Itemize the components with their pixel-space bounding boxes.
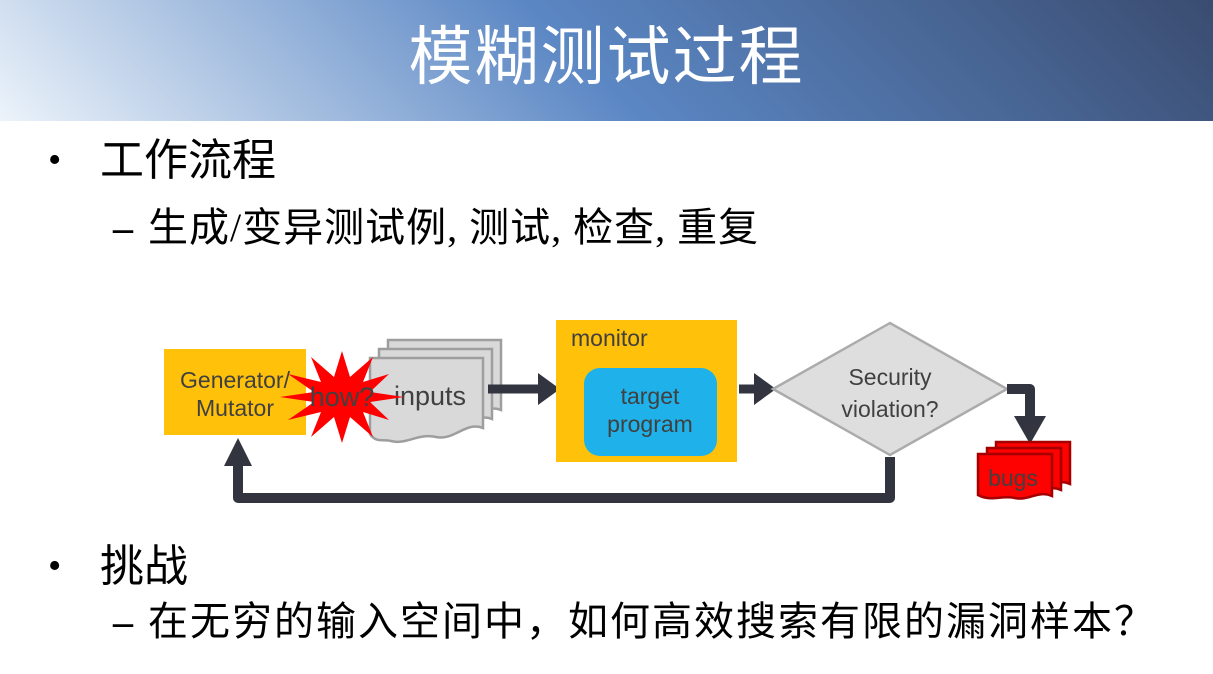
bullet-dot-icon: • (48, 139, 62, 181)
dash-marker-icon: – (113, 205, 133, 250)
arrow-monitor-to-decision-head-icon (754, 373, 776, 405)
bullet-dot-icon: • (48, 545, 62, 587)
bullet-item-challenge: • 挑战 (48, 542, 188, 591)
challenge-heading: 挑战 (100, 542, 188, 591)
feedback-loop-line (233, 457, 895, 503)
bugs-document-stack-icon (976, 440, 1072, 500)
bullet-item-workflow: • 工作流程 (48, 136, 276, 185)
target-label-line2: program (607, 411, 693, 437)
workflow-heading: 工作流程 (100, 136, 276, 185)
how-label: how? (310, 382, 375, 412)
generator-label-line2: Mutator (196, 395, 274, 421)
slide-title: 模糊测试过程 (408, 22, 805, 93)
dash-marker-icon: – (113, 599, 133, 644)
fuzzing-flow-diagram: Generator/ Mutator inputs how? monitor t… (164, 320, 1072, 503)
generator-label-line1: Generator/ (180, 367, 291, 393)
inputs-label: inputs (394, 381, 466, 411)
bugs-label: bugs (988, 465, 1038, 491)
monitor-label: monitor (571, 325, 648, 351)
slide-header: 模糊测试过程 (0, 0, 1213, 121)
target-program-box (584, 368, 717, 456)
decision-label-line2: violation? (841, 396, 938, 422)
arrow-inputs-to-monitor-head-icon (538, 373, 560, 405)
target-label-line1: target (621, 383, 680, 409)
generator-mutator-box (164, 349, 306, 435)
sub-bullet-challenge-detail: – 在无穷的输入空间中，如何高效搜索有限的漏洞样本？ (113, 599, 1156, 645)
sub-bullet-workflow-detail: – 生成/变异测试例, 测试, 检查, 重复 (113, 205, 760, 251)
decision-label-line1: Security (848, 364, 932, 390)
inputs-document-stack-icon (368, 338, 503, 444)
how-starburst-icon (280, 351, 404, 443)
arrow-decision-to-bugs-head-icon (1014, 416, 1046, 444)
feedback-loop-arrowhead-icon (224, 438, 252, 466)
challenge-detail: 在无穷的输入空间中，如何高效搜索有限的漏洞样本？ (148, 599, 1156, 644)
workflow-detail: 生成/变异测试例, 测试, 检查, 重复 (148, 205, 760, 250)
arrow-decision-to-bugs (1007, 384, 1035, 418)
